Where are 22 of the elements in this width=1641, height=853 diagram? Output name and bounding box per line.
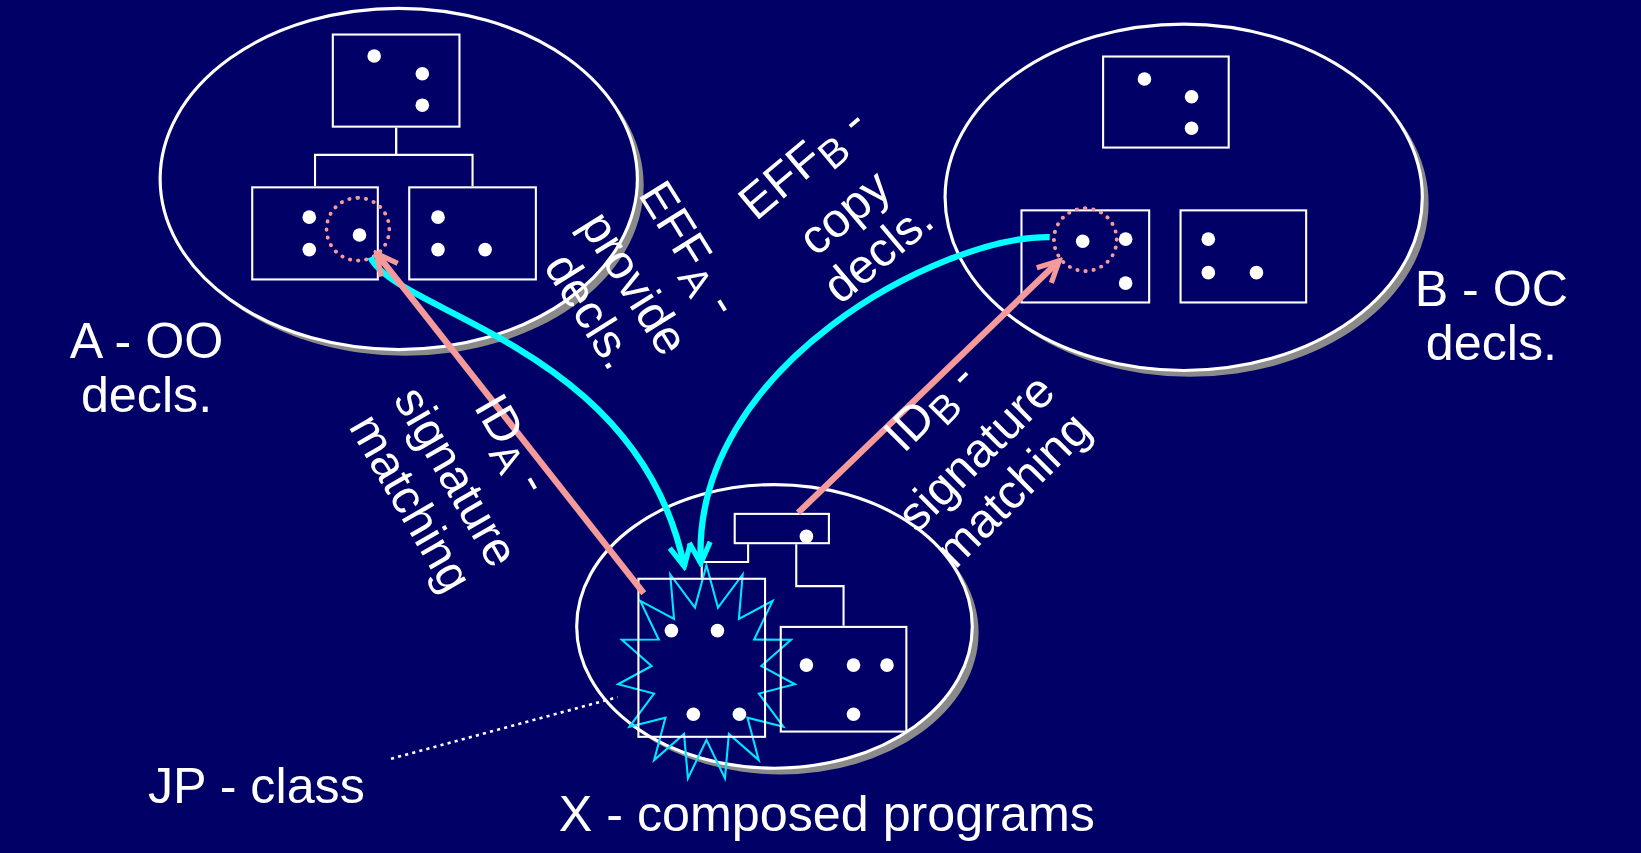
class-box (637, 577, 767, 738)
group-label: B - OC decls. (1413, 261, 1570, 371)
class-box (1179, 209, 1308, 304)
dotted-circle (1051, 206, 1119, 274)
connector-line (795, 544, 845, 626)
arrow (795, 258, 1062, 516)
connector-line (700, 544, 750, 578)
arrow (367, 255, 691, 570)
callout-text: JP - class (147, 758, 366, 814)
arrow (688, 233, 1050, 566)
dotted-circle (324, 195, 392, 263)
class-box (733, 512, 830, 545)
connector-line (395, 127, 474, 187)
class-box (1102, 55, 1230, 149)
group-label: A - OO decls. (68, 314, 225, 423)
leader-line (390, 695, 618, 761)
class-box (779, 625, 908, 733)
class-box (331, 33, 461, 128)
arrow (373, 250, 647, 596)
class-box (408, 186, 537, 281)
class-box (1020, 209, 1151, 304)
group-label: X - composed programs (557, 787, 1096, 842)
